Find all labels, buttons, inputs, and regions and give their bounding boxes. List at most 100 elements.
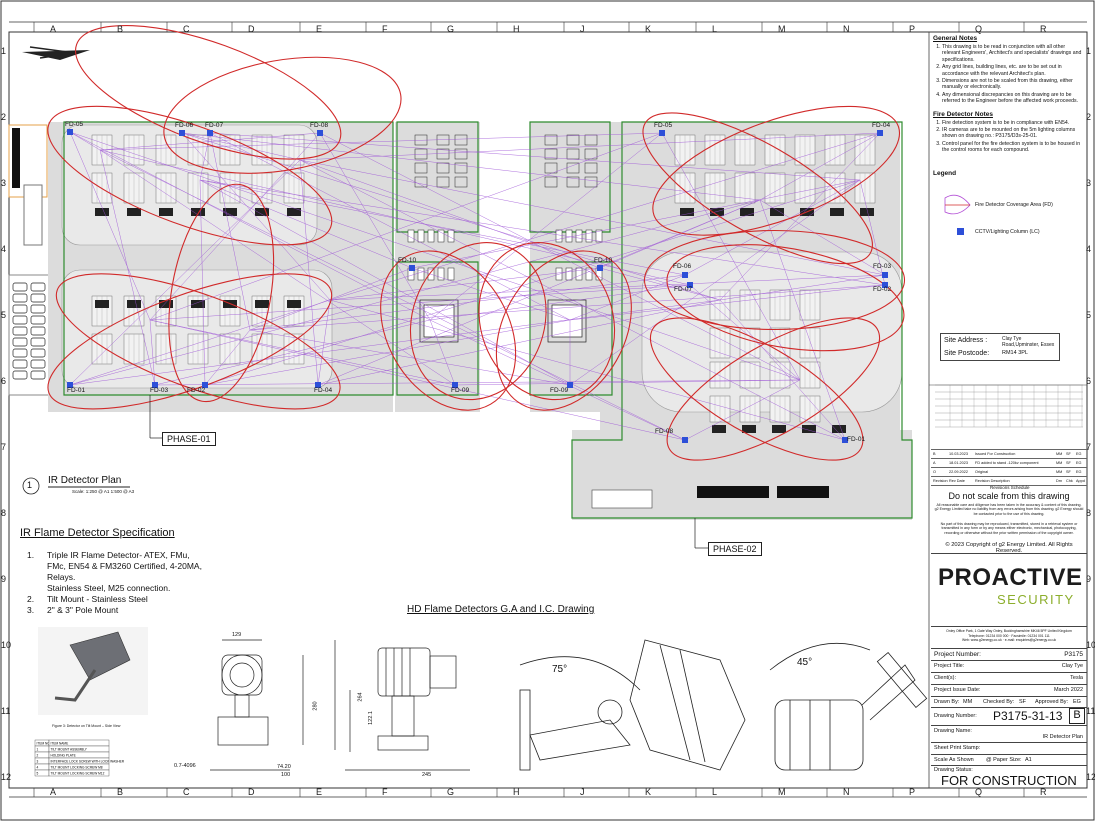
detector-label: FD-08 (655, 428, 674, 435)
site-postcode-value: RM14 3PL (1002, 350, 1028, 356)
dimension-label: 129 (232, 632, 242, 638)
grid-row-label: 11 (1, 706, 11, 716)
grid-row-label: 11 (1086, 706, 1095, 716)
detector-label: FD-10 (398, 257, 417, 264)
dimension-label: 122.1 (367, 711, 374, 725)
sheet-stamp-row: Sheet Print Stamp: (931, 742, 1087, 754)
general-notes-title: General Notes (933, 35, 978, 42)
detector-column-icon (682, 272, 688, 278)
office-address: Onley Office Park, 1 Gate Way Onley, Buc… (931, 626, 1087, 643)
spec-item: 2.Tilt Mount - Stainless Steel (27, 594, 202, 605)
grid-col-label: E (316, 787, 323, 797)
parts-table-cell: 1 (37, 748, 39, 752)
grid-col-label: G (447, 24, 455, 34)
side-elevation-drawing (334, 640, 470, 771)
grid-col-label: N (843, 787, 850, 797)
legend-coverage-label: Fire Detector Coverage Area (FD) (975, 202, 1053, 208)
detector-label: FD-06 (175, 122, 194, 129)
figure-caption: Figure 3: Detector on Tilt Mount – Side … (52, 724, 121, 728)
grid-row-label: 1 (1086, 46, 1092, 56)
grid-row-label: 2 (1086, 112, 1092, 122)
detector-column-icon (315, 382, 321, 388)
grid-col-label: D (248, 24, 255, 34)
parts-table-cell: HOLDING PLATE (51, 754, 76, 758)
spec-item: 3.2" & 3" Pole Mount (27, 605, 202, 616)
legend-title: Legend (933, 169, 957, 177)
grid-row-label: 4 (1086, 244, 1092, 254)
parts-table-cell: TILT MOUNT ASSEMBLY (51, 748, 88, 752)
detector-column-icon (597, 265, 603, 271)
north-arrow-icon (22, 46, 90, 60)
status-row: Drawing Status: FOR CONSTRUCTION (931, 765, 1087, 789)
tilt-mount-angle-drawing (519, 639, 746, 771)
revision-letter: B (1069, 708, 1085, 724)
spec-item-line: Stainless Steel, M25 connection. (47, 583, 171, 593)
drawing-number: P3175-31-13 (993, 709, 1063, 723)
grid-row-label: 2 (1, 112, 7, 122)
grid-col-label: G (447, 787, 455, 797)
detector-label: FD-04 (314, 387, 333, 394)
plan-number: 1 (27, 480, 33, 490)
detector-column-icon (682, 437, 688, 443)
detector-column-icon (409, 265, 415, 271)
detector-column-icon (317, 130, 323, 136)
spec-item: 1.Triple IR Flame Detector- ATEX, FMu,FM… (27, 550, 202, 594)
parts-table-cell: 5 (37, 772, 39, 776)
note-item: This drawing is to be read in conjunctio… (942, 44, 1083, 63)
title-field-row: Client(s):Tesla (931, 672, 1087, 684)
parts-table-cell: 4 (37, 766, 39, 770)
revision-schedule-title: Revisions Schedule (990, 485, 1030, 490)
title-field-row: Project Title:Clay Tye (931, 660, 1087, 672)
parts-table-cell: TILT MOUNT LOCKING SCREW M12 (51, 772, 105, 776)
grid-col-label: M (778, 24, 786, 34)
grid-col-label: Q (975, 787, 983, 797)
grid-col-label: Q (975, 24, 983, 34)
disclaimer-1: All reasonable care and diligence has be… (934, 503, 1084, 516)
detector-label: FD-09 (451, 387, 470, 394)
grid-col-label: A (50, 787, 57, 797)
detector-label: FD-03 (873, 263, 892, 270)
logo-security: SECURITY (997, 592, 1075, 607)
grid-row-label: 8 (1086, 508, 1092, 518)
hd-drawing-title: HD Flame Detectors G.A and I.C. Drawing (407, 604, 595, 615)
grid-col-label: C (183, 787, 190, 797)
grid-row-label: 3 (1, 178, 7, 188)
logo-proactive: PROACTIVE (938, 564, 1083, 591)
grid-col-label: H (513, 24, 520, 34)
front-elevation-drawing (210, 639, 304, 771)
detector-column-icon (882, 282, 888, 288)
grid-col-label: D (248, 787, 255, 797)
note-item: Control panel for the fire detection sys… (942, 141, 1083, 154)
parts-table-cell: TILT MOUNT LOCKING SCREW M8 (51, 766, 103, 770)
spec-title: IR Flame Detector Specification (20, 527, 175, 539)
detector-label: FD-04 (872, 122, 891, 129)
parts-table-cell: 2 (37, 754, 39, 758)
drawing-number-row: Drawing Number: P3175-31-13 B (931, 707, 1087, 725)
detector-label: FD-10 (594, 257, 613, 264)
grid-row-label: 8 (1, 508, 7, 518)
parts-table-cell: 3 (37, 760, 39, 764)
grid-row-label: 6 (1086, 376, 1092, 386)
dimension-label: 0.7-4096 (174, 763, 196, 769)
fire-notes-title: Fire Detector Notes (933, 110, 993, 118)
general-notes: General Notes This drawing is to be read… (933, 35, 1083, 177)
dimension-label: 245 (422, 772, 432, 778)
detector-column-icon (202, 382, 208, 388)
detector-label: FD-07 (205, 122, 224, 129)
grid-col-label: P (909, 24, 916, 34)
detector-label: FD-02 (187, 387, 206, 394)
detector-column-icon (67, 382, 73, 388)
detector-column-icon (567, 382, 573, 388)
grid-col-label: M (778, 787, 786, 797)
company-logo: PROACTIVE SECURITY (931, 553, 1087, 624)
dimension-label: 100 (281, 772, 291, 778)
grid-row-label: 12 (1086, 772, 1095, 782)
grid-col-label: R (1040, 787, 1047, 797)
grid-col-label: A (50, 24, 57, 34)
detector-label: FD-03 (150, 387, 169, 394)
detector-column-icon (452, 382, 458, 388)
